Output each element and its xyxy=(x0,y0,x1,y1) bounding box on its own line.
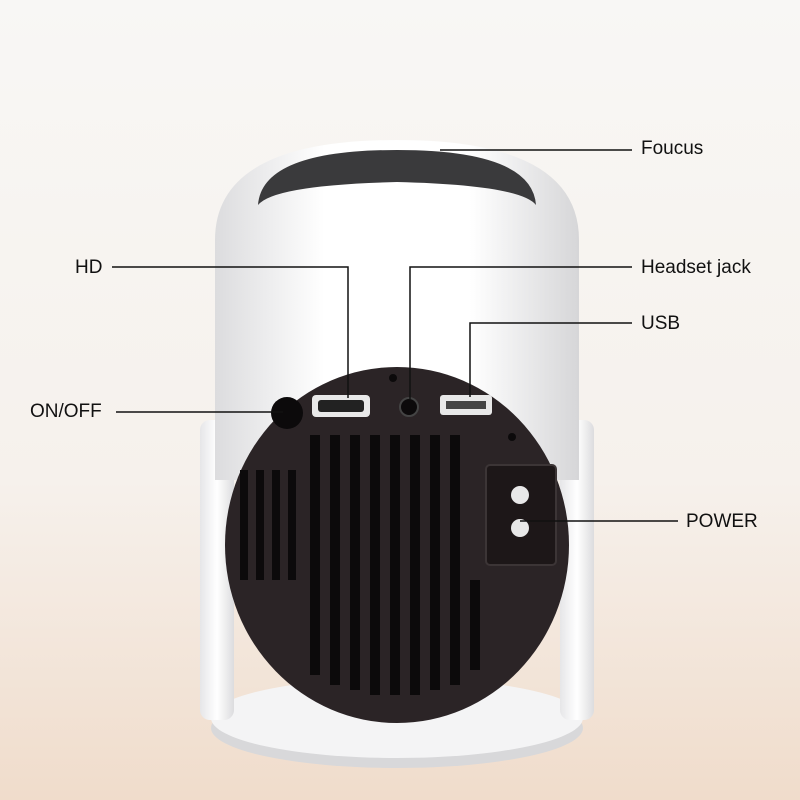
leader-lines xyxy=(112,149,678,522)
headset-leader xyxy=(409,266,632,400)
usb-leader xyxy=(469,322,632,397)
headset-jack-port xyxy=(399,397,419,417)
focus-ring xyxy=(258,150,536,205)
hd-leader xyxy=(112,266,349,398)
power-button xyxy=(271,397,303,429)
label-power: POWER xyxy=(686,511,758,532)
label-focus: Foucus xyxy=(641,138,704,159)
stand-arm-left xyxy=(200,420,234,720)
stand-arm-right xyxy=(560,420,594,720)
label-usb: USB xyxy=(641,313,681,334)
label-hd: HD xyxy=(75,257,103,278)
vents xyxy=(240,435,480,695)
label-on-off: ON/OFF xyxy=(30,401,102,422)
power-socket xyxy=(485,464,557,566)
label-headset-jack: Headset jack xyxy=(641,257,751,278)
